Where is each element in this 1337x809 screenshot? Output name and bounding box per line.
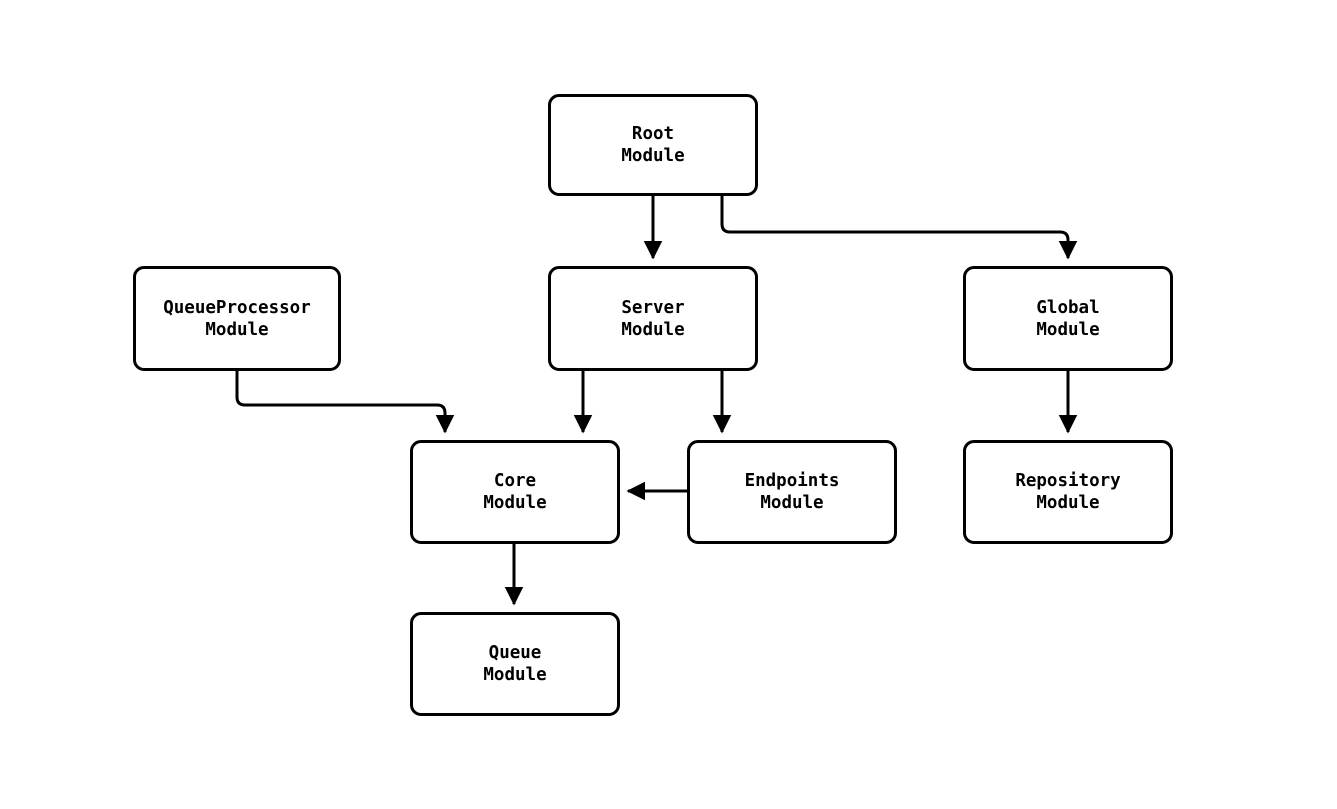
- node-root-module-label: Root Module: [621, 124, 685, 166]
- node-server-module[interactable]: Server Module: [548, 266, 758, 371]
- node-repository-module[interactable]: Repository Module: [963, 440, 1173, 544]
- node-global-module-label: Global Module: [1036, 297, 1100, 340]
- node-server-module-label: Server Module: [621, 297, 685, 340]
- node-queue-module-label: Queue Module: [483, 643, 547, 685]
- node-root-module[interactable]: Root Module: [548, 94, 758, 196]
- node-core-module-label: Core Module: [483, 471, 547, 513]
- node-endpoints-module-label: Endpoints Module: [744, 471, 840, 513]
- node-queue-module[interactable]: Queue Module: [410, 612, 620, 716]
- node-queueprocessor-module[interactable]: QueueProcessor Module: [133, 266, 341, 371]
- node-queueprocessor-module-label: QueueProcessor Module: [163, 297, 311, 340]
- node-core-module[interactable]: Core Module: [410, 440, 620, 544]
- node-endpoints-module[interactable]: Endpoints Module: [687, 440, 897, 544]
- node-global-module[interactable]: Global Module: [963, 266, 1173, 371]
- node-repository-module-label: Repository Module: [1015, 471, 1121, 513]
- edge-root-global: [720, 196, 1078, 260]
- edge-queueprocessor-core: [235, 371, 455, 434]
